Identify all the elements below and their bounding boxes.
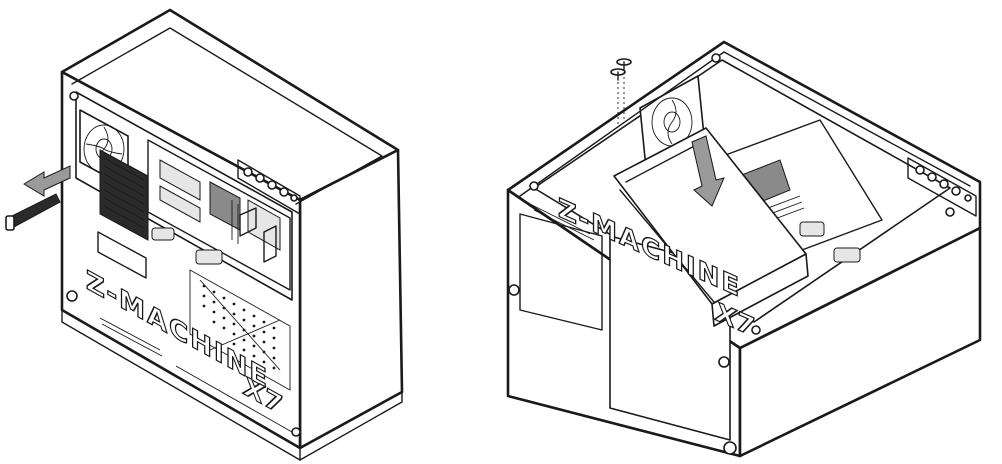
foot-bottom-mid (718, 356, 730, 368)
mesh-grille-icon (202, 284, 276, 370)
thumb-screw-top (69, 91, 79, 101)
drive-bay-bracket (97, 231, 147, 279)
foot-bottom-left (723, 441, 737, 455)
front-vent-line (529, 203, 595, 241)
case-bottom-edge (299, 391, 403, 461)
top-io-ports (237, 159, 301, 215)
case-top-inner-lip (71, 27, 383, 205)
rear-fan (639, 75, 705, 169)
removed-slot-cover (5, 193, 61, 231)
corner-screw-front (751, 325, 761, 335)
thumb-screw-bottom (66, 290, 78, 302)
foot-front-left (508, 284, 520, 296)
left-case-illustration: Z-MACHINE X7 (0, 0, 420, 464)
lower-vent-strip (99, 317, 293, 433)
top-inner-rail (519, 51, 971, 197)
case-bottom-skirt (61, 309, 301, 461)
corner-screw-left (529, 181, 539, 191)
front-mesh-grille (189, 269, 291, 391)
case-interior-opening (75, 91, 293, 301)
motherboard-tray (147, 139, 291, 291)
arrow-down-icon (691, 135, 725, 207)
case-right-side-panel (298, 148, 404, 450)
corner-screw-right (945, 207, 955, 217)
graphics-card (613, 127, 809, 327)
top-io-ports (907, 157, 977, 217)
corner-screw-top (711, 53, 721, 63)
right-case-illustration: Z-MACHINE X7 (490, 0, 1002, 464)
thumb-screw-right (291, 427, 301, 437)
left-case-svg: Z-MACHINE X7 (5, 8, 404, 461)
motherboard-components (151, 159, 281, 265)
case-side-window (519, 213, 603, 331)
right-case-svg: Z-MACHINE X7 (506, 40, 982, 458)
pci-slot-covers (99, 149, 149, 241)
thumb-screw-icon (610, 58, 632, 124)
arrow-left-icon (23, 165, 71, 197)
